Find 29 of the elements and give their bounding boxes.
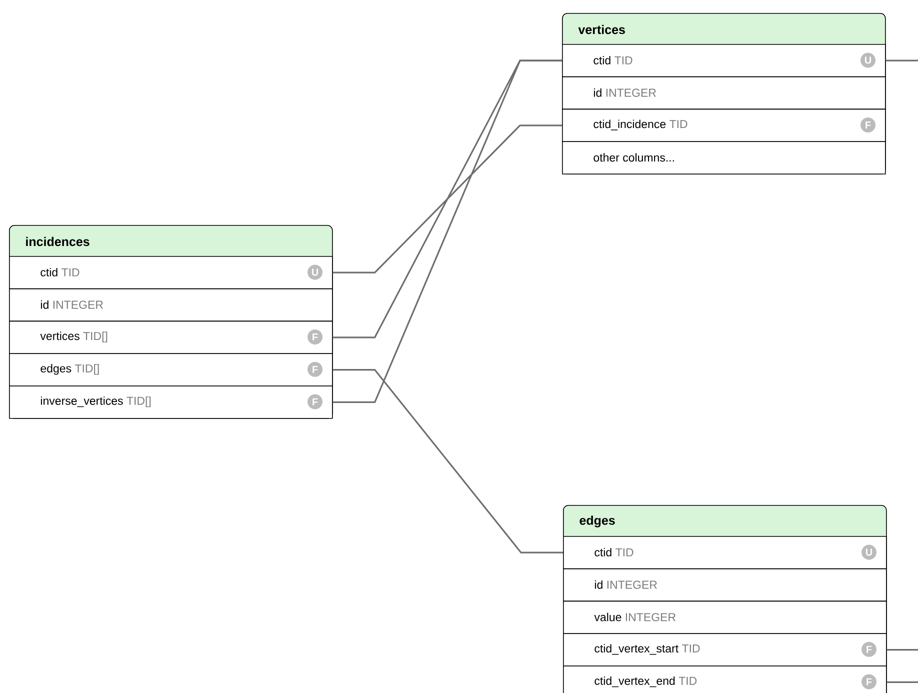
- table-row: ctid_vertex_start TID F: [563, 633, 887, 666]
- connector-line: [332, 369, 563, 554]
- connector-line: [332, 60, 562, 403]
- table-row: ctid_vertex_end TID F: [563, 666, 887, 693]
- table-row: ctid TID U: [562, 44, 886, 78]
- table-row: edges TID[] F: [9, 353, 333, 386]
- connector-line: [886, 681, 918, 683]
- table-row: value INTEGER: [563, 600, 887, 634]
- connector-line: [886, 60, 918, 62]
- key-badge: U: [860, 52, 876, 68]
- key-badge: F: [862, 674, 876, 690]
- key-badge: U: [308, 264, 322, 280]
- table-row: ctid_incidence TID F: [562, 108, 886, 142]
- table-row: ctid TID U: [563, 536, 887, 570]
- table-row: ctid TID U: [9, 256, 333, 290]
- key-badge: F: [308, 330, 322, 344]
- key-badge: F: [308, 394, 322, 410]
- table-row: other columns...: [562, 141, 886, 174]
- connector-line: [886, 649, 918, 651]
- key-badge: F: [860, 118, 876, 132]
- key-badge: F: [308, 362, 322, 377]
- table-row: id INTEGER: [563, 568, 887, 602]
- table-row: inverse_vertices TID[] F: [9, 386, 333, 419]
- table-row: vertices TID[] F: [9, 320, 333, 354]
- key-badge: F: [862, 642, 876, 657]
- key-badge: U: [862, 544, 876, 560]
- connector-line: [332, 124, 562, 274]
- table-row: id INTEGER: [562, 76, 886, 110]
- table-row: id INTEGER: [9, 288, 333, 322]
